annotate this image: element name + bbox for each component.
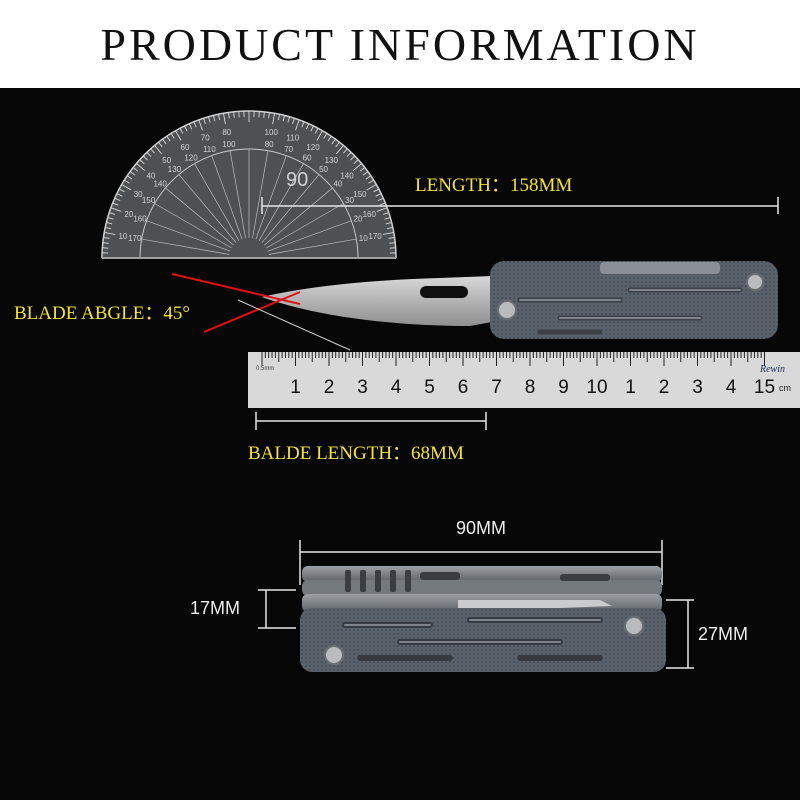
blade	[262, 276, 492, 326]
protractor-inner-label: 80	[265, 140, 274, 149]
protractor-outer-label: 70	[201, 134, 210, 143]
angle-indicator	[171, 273, 351, 351]
ruler-number: 15	[754, 377, 775, 398]
closed-knife	[300, 566, 666, 672]
protractor-inner-label: 20	[354, 214, 363, 223]
protractor-inner-label: 160	[133, 214, 147, 223]
protractor-outer-label: 50	[162, 156, 171, 165]
ruler-number: 7	[491, 377, 502, 398]
protractor-rays	[141, 149, 357, 255]
blade-thumb-hole	[420, 286, 468, 298]
protractor-outer-label: 20	[124, 210, 133, 219]
ruler-number: 4	[391, 377, 402, 398]
protractor-inner-label: 140	[153, 179, 167, 188]
protractor-inner-label: 120	[184, 154, 198, 163]
thickness-label: 17MM	[190, 598, 241, 618]
ruler-number: 1	[625, 377, 636, 398]
protractor-inner-label: 60	[303, 154, 312, 163]
protractor-outer-label: 30	[134, 190, 143, 199]
protractor-outer-label: 140	[340, 172, 354, 181]
protractor-outer-label: 10	[118, 232, 127, 241]
protractor-inner-label: 40	[333, 179, 342, 188]
protractor-outer-label: 60	[181, 143, 190, 152]
ruler-number: 5	[424, 377, 435, 398]
ruler-ticks	[261, 352, 765, 366]
protractor-inner-label: 30	[345, 196, 354, 205]
protractor-inner-label: 150	[142, 196, 156, 205]
protractor-inner-label: 110	[203, 145, 216, 154]
page-title: PRODUCT INFORMATION	[100, 18, 700, 70]
ruler-number: 4	[726, 377, 737, 398]
blade-length-label: BALDE LENGTH：68MM	[248, 443, 464, 464]
protractor-outer-label: 150	[353, 190, 367, 199]
protractor-big-mark: 90	[286, 169, 308, 191]
closed-width-label: 27MM	[698, 624, 749, 644]
length-label: LENGTH：158MM	[415, 175, 573, 196]
closed-dimensions	[258, 540, 694, 669]
ruler: 0.5mm Rewin cm	[248, 352, 800, 408]
protractor-outer-label: 160	[363, 210, 377, 219]
protractor-inner-label: 70	[284, 145, 293, 154]
protractor-inner-label: 170	[128, 234, 142, 243]
protractor-ticks	[102, 111, 396, 259]
ruler-number: 9	[558, 377, 569, 398]
open-knife	[262, 261, 778, 339]
protractor-inner-label: 10	[359, 234, 368, 243]
protractor-outer-label: 130	[325, 156, 339, 165]
rear-screw	[746, 273, 764, 291]
protractor-inner-label: 130	[168, 165, 182, 174]
protractor-outer-label: 100	[265, 128, 279, 137]
protractor-outer-label: 80	[222, 128, 231, 137]
ruler-number: 2	[659, 377, 670, 398]
protractor-inner-label: 100	[222, 140, 236, 149]
protractor-inner-label: 50	[319, 165, 328, 174]
protractor-outer-label: 40	[146, 172, 155, 181]
ruler-unit: cm	[779, 383, 791, 393]
ruler-brand: Rewin	[759, 364, 785, 375]
ruler-number: 6	[458, 377, 469, 398]
ruler-number: 10	[586, 377, 607, 398]
protractor-outer-label: 170	[368, 232, 382, 241]
closed-length-label: 90MM	[456, 518, 507, 538]
pivot-screw	[497, 300, 517, 320]
blade-angle-label: BLADE ABGLE：45°	[14, 303, 190, 324]
length-dimension	[261, 197, 779, 214]
ruler-number: 1	[290, 377, 301, 398]
header-banner: PRODUCT INFORMATION	[0, 0, 800, 88]
ruler-number: 3	[692, 377, 703, 398]
ruler-number: 2	[324, 377, 335, 398]
protractor-outer-label: 120	[306, 143, 320, 152]
svg-text:0.5mm: 0.5mm	[256, 366, 274, 372]
ruler-body	[248, 352, 800, 408]
handle-liner	[600, 262, 720, 274]
ruler-number: 3	[357, 377, 368, 398]
protractor-outer-label: 110	[286, 134, 299, 143]
ruler-number: 8	[525, 377, 536, 398]
blade-length-dimension	[255, 412, 487, 430]
